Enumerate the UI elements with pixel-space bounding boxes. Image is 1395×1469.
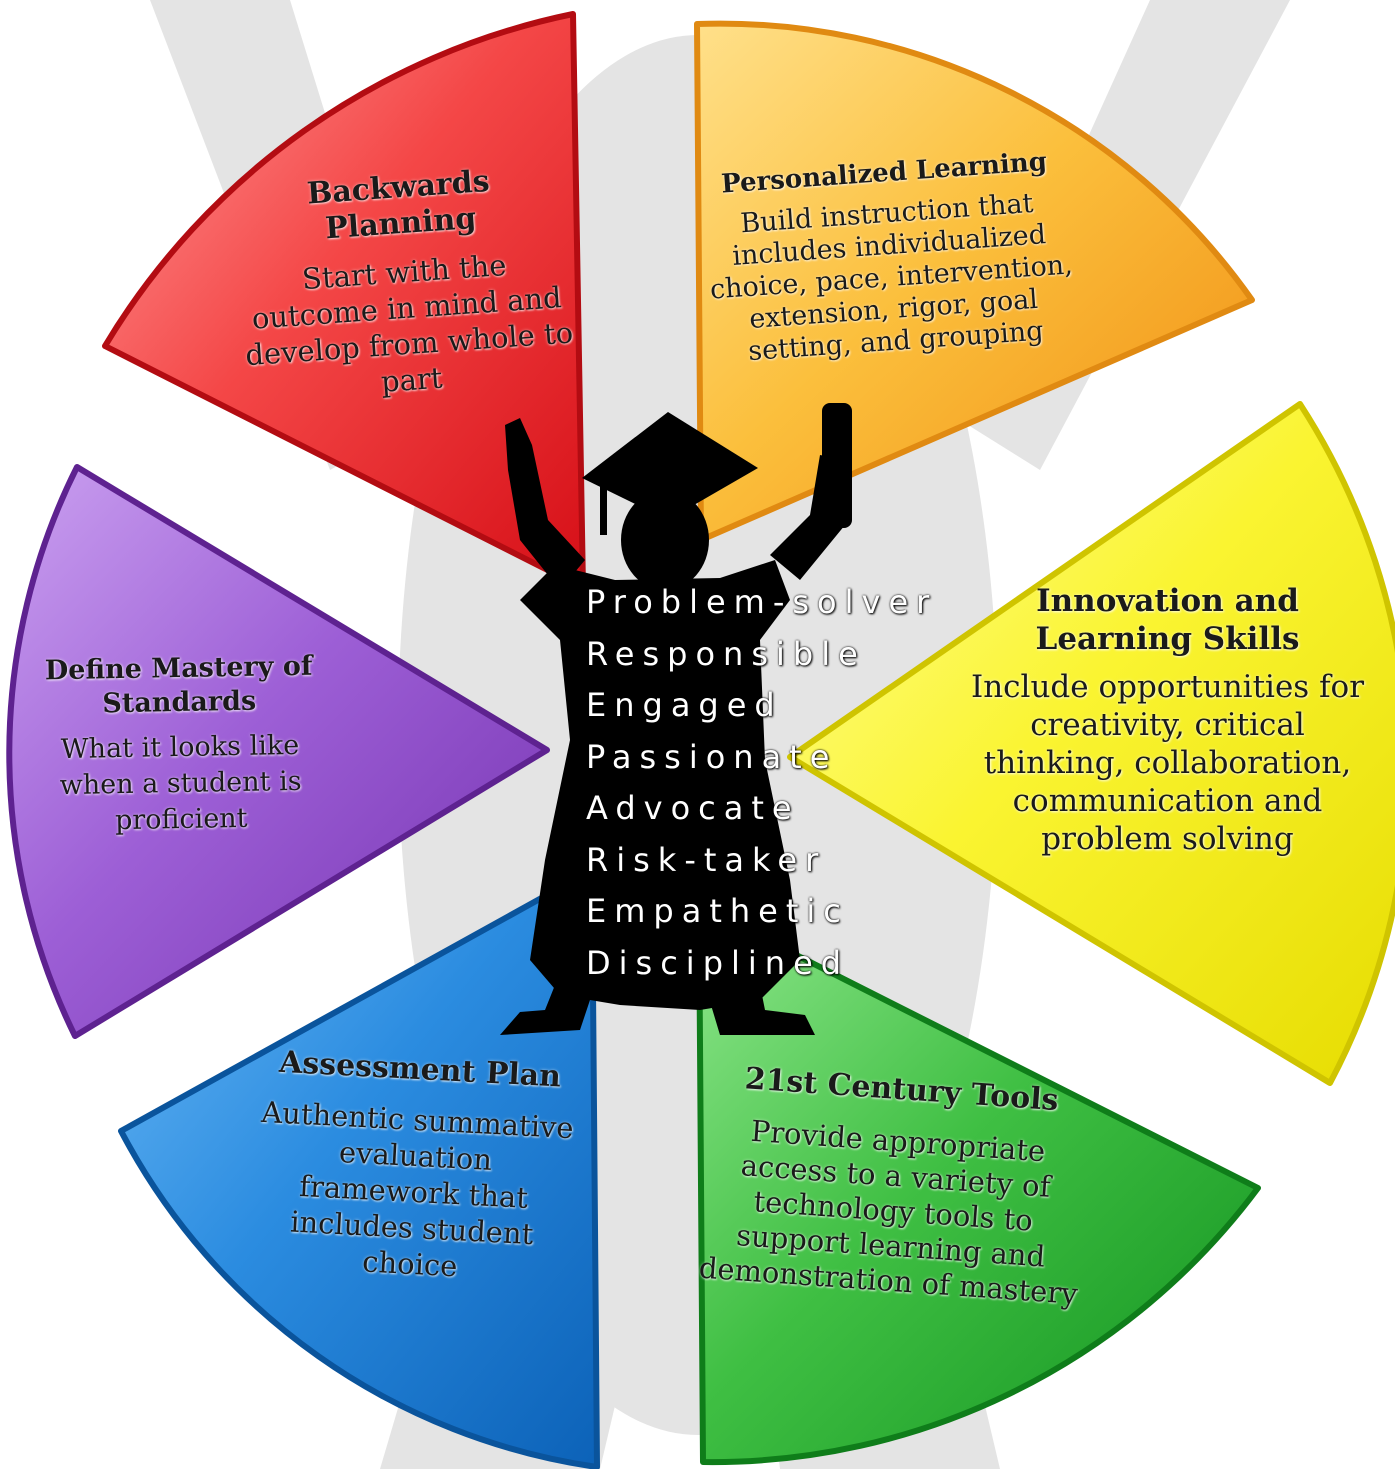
segment-backwards-planning [102,11,586,591]
segment-21st-century-tools [696,903,1261,1466]
segment-body: Include opportunities for creativity, cr… [970,669,1365,857]
segment-body: Build instruction that includes individu… [709,187,1074,368]
trait-item: Empathetic [586,892,849,930]
define-mastery-text: Define Mastery of Standards What it look… [23,649,336,840]
backwards-planning-text: Backwards Planning Start with the outcom… [232,159,577,409]
graduate-silhouette-icon [500,403,852,1035]
trait-item: Advocate [586,789,800,827]
segment-innovation-learning-skills [787,401,1395,1086]
innovation-learning-skills-text: Innovation and Learning Skills Include o… [965,582,1370,858]
student-traits-list: Problem-solver Responsible Engaged Passi… [586,577,986,989]
21st-century-tools-text: 21st Century Tools Provide appropriate a… [698,1059,1093,1312]
trait-item: Engaged [586,686,783,724]
segment-title: Define Mastery of Standards [44,650,313,720]
trait-item: Responsible [586,634,866,673]
segment-body: Start with the outcome in mind and devel… [244,247,575,399]
assessment-plan-text: Assessment Plan Authentic summative eval… [249,1044,581,1290]
trait-item: Disciplined [586,943,850,982]
trait-item: Risk-taker [586,840,827,879]
segment-assessment-plan [118,867,600,1469]
trait-item: Passionate [586,737,838,776]
segment-title: Innovation and Learning Skills [1035,583,1300,657]
segment-body: Authentic summative evaluation framework… [260,1094,575,1284]
segment-body: What it looks like when a student is pro… [59,729,302,837]
trait-item: Problem-solver [586,583,938,621]
segment-body: Provide appropriate access to a variety … [697,1113,1079,1311]
personalized-learning-text: Personalized Learning Build instruction … [698,145,1081,370]
segment-define-mastery [6,464,550,1039]
